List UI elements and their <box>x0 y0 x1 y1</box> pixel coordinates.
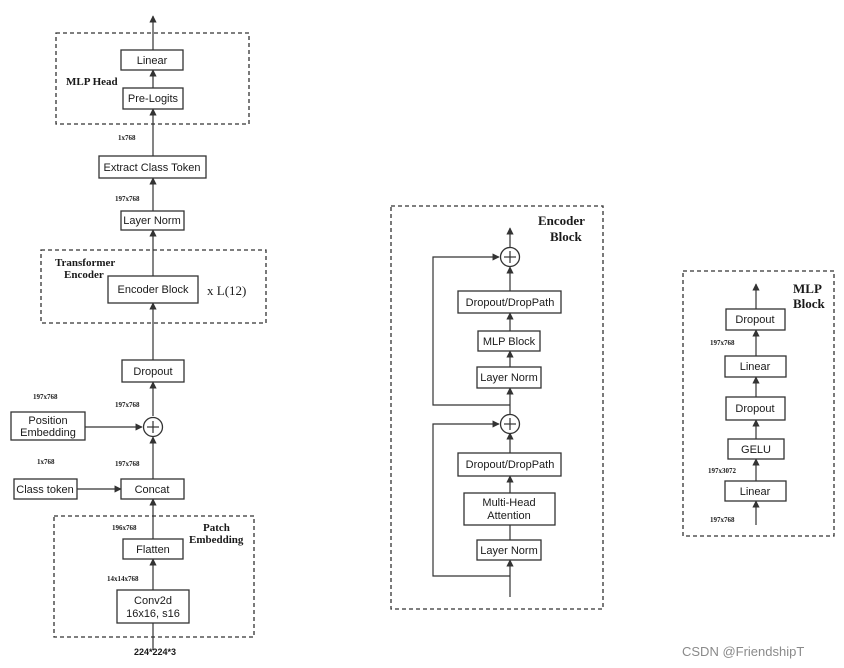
encoder-block-detail: Encoder Block Dropout/DropPath MLP Block… <box>390 205 604 610</box>
extract-class-token-label: Extract Class Token <box>103 162 200 174</box>
position-embedding-box <box>10 411 86 441</box>
dim-label: 197x3072 <box>708 467 737 475</box>
layer-norm-box <box>120 210 185 231</box>
conv2d-label: 16x16, s16 <box>126 608 180 620</box>
mlp-block-title: Block <box>793 296 826 311</box>
multi-head-attention-label: Multi-Head <box>482 497 535 509</box>
gelu-label: GELU <box>741 444 771 456</box>
dropout-droppath-label: Dropout/DropPath <box>466 297 555 309</box>
encoder-block-title: Encoder <box>538 213 585 228</box>
position-embedding-label: Position <box>28 415 67 427</box>
conv2d-box <box>116 589 190 624</box>
dim-label: 197x768 <box>33 393 58 401</box>
class-token-box <box>13 478 78 500</box>
dropout-droppath-box <box>457 290 562 314</box>
linear-box <box>724 355 787 378</box>
concat-box <box>120 478 185 500</box>
layer-norm-box <box>476 366 542 389</box>
dim-label: 196x768 <box>112 524 137 532</box>
dim-label: 197x768 <box>115 460 140 468</box>
pre-logits-label: Pre-Logits <box>128 93 179 105</box>
residual-connection <box>432 253 510 406</box>
dropout-label: Dropout <box>735 314 774 326</box>
patch-embedding-title: Patch <box>203 522 230 534</box>
dropout-droppath-box <box>457 452 562 477</box>
linear-label: Linear <box>740 361 771 373</box>
layer-norm-label: Layer Norm <box>480 372 537 384</box>
repeat-label: x L(12) <box>207 283 246 298</box>
dropout-box <box>121 359 185 383</box>
dim-label: 197x768 <box>710 339 735 347</box>
dropout-box <box>725 396 786 421</box>
linear-box <box>724 480 787 502</box>
layer-norm-box <box>476 539 542 561</box>
mlp-block-group <box>682 270 835 537</box>
class-token-label: Class token <box>16 484 73 496</box>
transformer-encoder-title: Encoder <box>64 269 104 281</box>
input-size-label: 224*224*3 <box>134 647 176 657</box>
linear-box <box>120 49 184 71</box>
patch-embedding-title: Embedding <box>189 534 244 546</box>
dim-label: 197x768 <box>115 195 140 203</box>
dropout-label: Dropout <box>133 366 172 378</box>
extract-class-token-box <box>98 155 207 179</box>
linear-label: Linear <box>740 486 771 498</box>
flatten-label: Flatten <box>136 544 170 556</box>
mlp-block-box <box>477 330 541 352</box>
linear-label: Linear <box>137 55 168 67</box>
dim-label: 14x14x768 <box>107 575 139 583</box>
dim-label: 1x768 <box>37 458 55 466</box>
mlp-block-detail: MLP Block Dropout 197x768 Linear Dropout… <box>682 270 835 537</box>
layer-norm-label: Layer Norm <box>123 215 180 227</box>
dim-label: 197x768 <box>710 516 735 524</box>
encoder-block-label: Encoder Block <box>118 284 189 296</box>
mlp-block-title: MLP <box>793 281 822 296</box>
encoder-block-box <box>107 275 199 304</box>
watermark-text: CSDN @FriendshipT <box>682 644 804 659</box>
encoder-block-title: Block <box>550 229 583 244</box>
vit-overview: Linear Pre-Logits MLP Head 1x768 Extract… <box>10 15 267 657</box>
flatten-box <box>122 538 184 560</box>
dropout-label: Dropout <box>735 403 774 415</box>
dropout-box <box>725 308 786 331</box>
layer-norm-label: Layer Norm <box>480 545 537 557</box>
mlp-head-title: MLP Head <box>66 76 118 88</box>
gelu-box <box>727 438 785 460</box>
position-embedding-label: Embedding <box>20 427 76 439</box>
patch-embedding-group <box>53 515 255 638</box>
dropout-droppath-label: Dropout/DropPath <box>466 459 555 471</box>
multi-head-attention-box <box>463 492 556 526</box>
concat-label: Concat <box>135 484 170 496</box>
dim-label: 197x768 <box>115 401 140 409</box>
mlp-block-label: MLP Block <box>483 336 536 348</box>
dim-label: 1x768 <box>118 134 136 142</box>
multi-head-attention-label: Attention <box>487 510 530 522</box>
residual-connection <box>432 420 510 577</box>
transformer-encoder-title: Transformer <box>55 257 115 269</box>
encoder-block-group <box>390 205 604 610</box>
pre-logits-box <box>122 87 184 110</box>
conv2d-label: Conv2d <box>134 595 172 607</box>
